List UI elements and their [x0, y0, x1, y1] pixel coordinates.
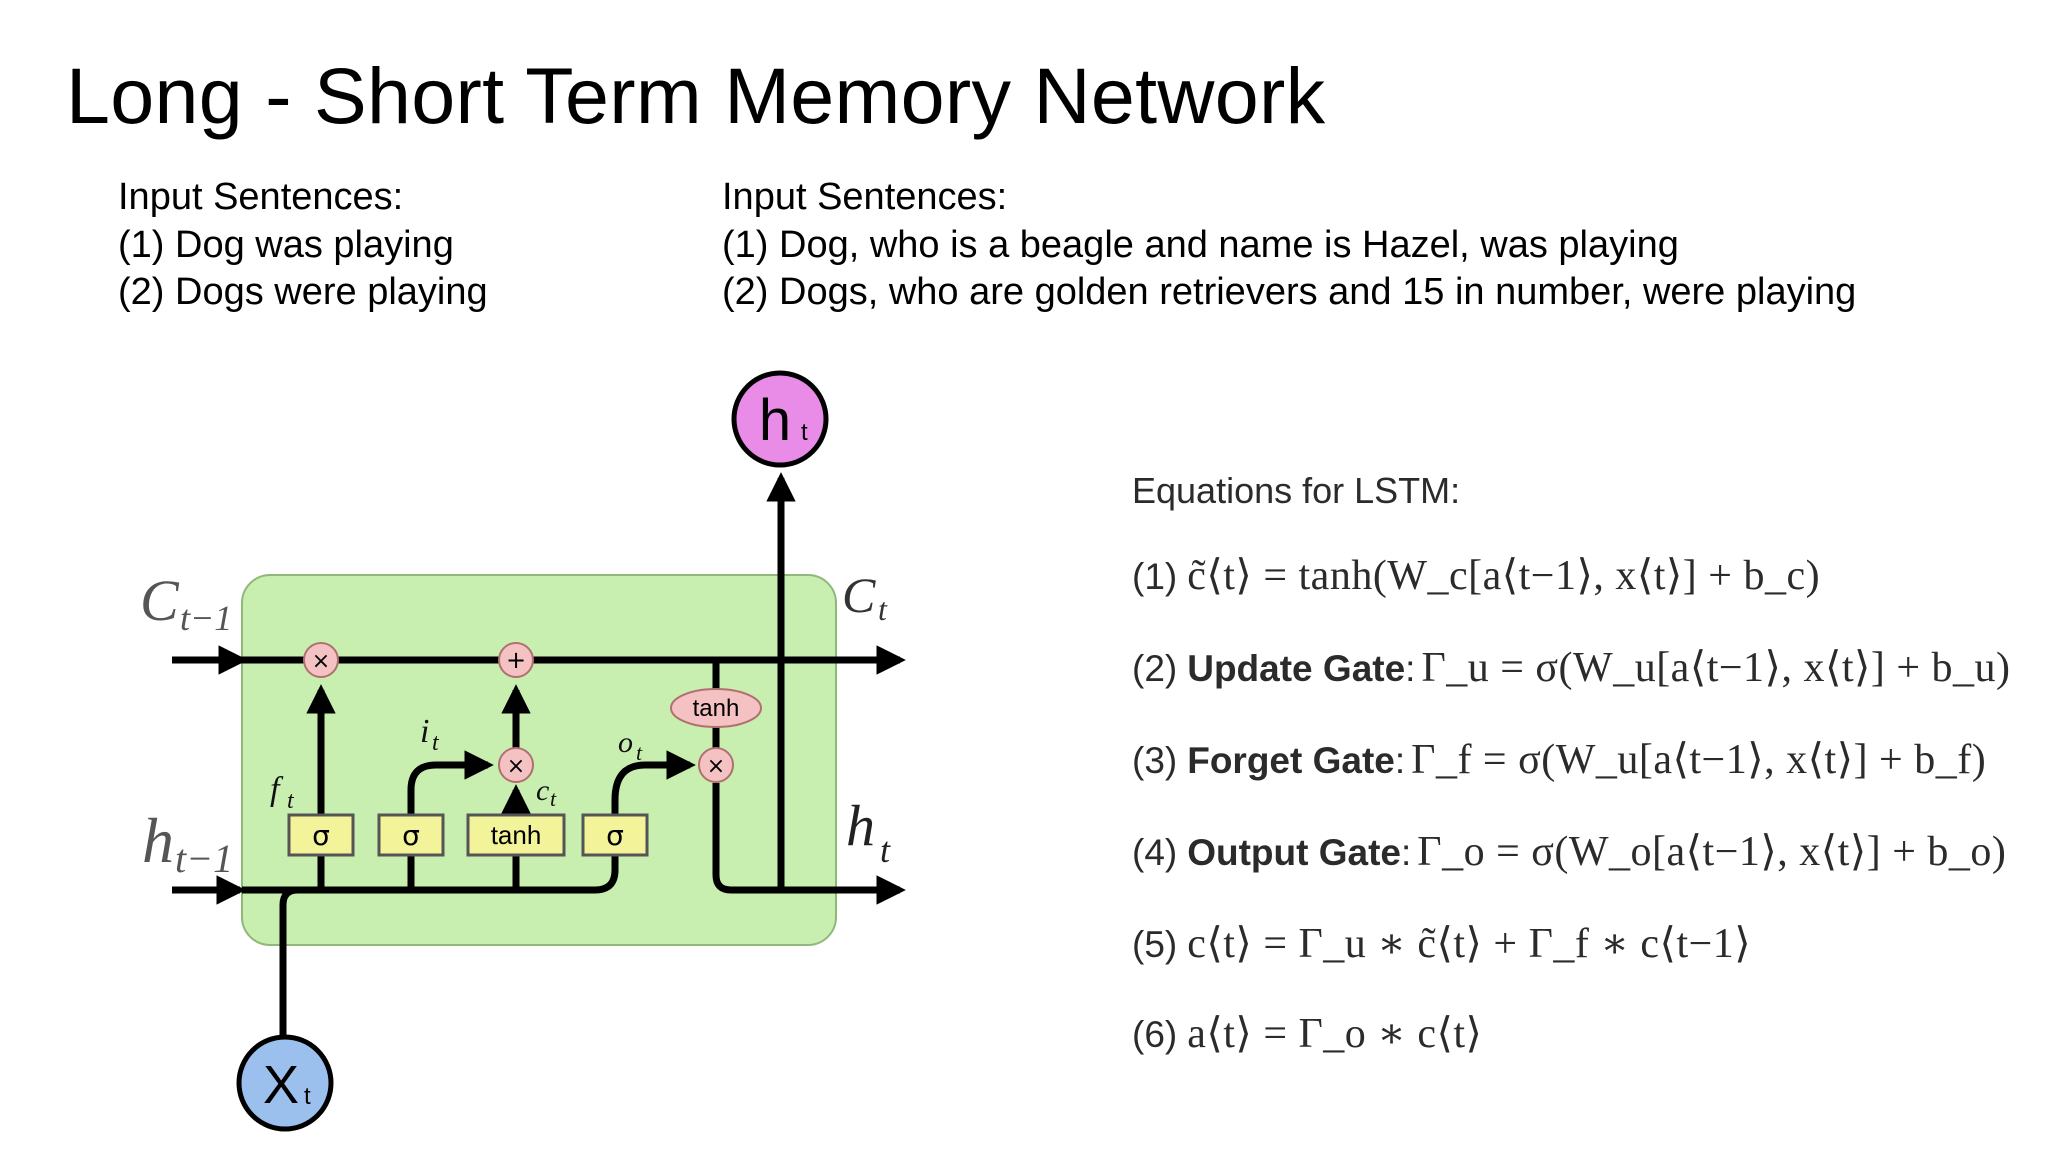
svg-text:i: i [420, 713, 429, 750]
svg-text:t: t [801, 419, 808, 446]
equation-formula: Γ_u = σ(W_u[a⟨t−1⟩, x⟨t⟩] + b_u) [1421, 645, 2011, 691]
equation-formula: a⟨t⟩ = Γ_o ∗ c⟨t⟩ [1187, 1011, 1483, 1057]
svg-text:t−1: t−1 [180, 598, 232, 638]
sentence-1: (1) Dog, who is a beagle and name is Haz… [722, 223, 1679, 266]
equation-5: (5) c⟨t⟩ = Γ_u ∗ c̃⟨t⟩ + Γ_f ∗ c⟨t−1⟩ [1132, 918, 1751, 968]
svg-text:t: t [304, 1083, 311, 1110]
svg-text:t: t [550, 786, 557, 811]
svg-text:t: t [878, 591, 888, 627]
svg-text:t: t [287, 788, 295, 814]
add-op: + [498, 642, 534, 678]
x-input-node: X t [236, 1034, 334, 1132]
sentence-2: (2) Dogs, who are golden retrievers and … [722, 271, 1857, 313]
i-gate-label: i t [420, 713, 440, 756]
svg-text:X: X [263, 1055, 299, 1115]
input-gate-line [407, 750, 494, 890]
sentences-heading: Input Sentences: [722, 176, 1008, 218]
equation-number: (3) [1132, 740, 1178, 781]
f-gate-label: f t [270, 771, 295, 814]
equation-2: (2) Update Gate: Γ_u = σ(W_u[a⟨t−1⟩, x⟨t… [1132, 642, 2011, 692]
svg-text:×: × [312, 649, 330, 674]
svg-text:t: t [880, 830, 891, 870]
svg-text:σ: σ [606, 819, 624, 852]
svg-text:f: f [270, 771, 284, 808]
equation-number: (5) [1132, 924, 1178, 965]
forget-sigma-box: σ [287, 813, 355, 857]
gate-name: Forget Gate [1187, 740, 1395, 781]
equation-number: (1) [1132, 556, 1178, 597]
input-mult-op: × [498, 747, 534, 783]
svg-text:c: c [536, 774, 549, 807]
hidden-bus [242, 800, 619, 894]
svg-text:×: × [507, 754, 525, 779]
sentence-1: (1) Dog was playing [118, 223, 454, 266]
svg-text:t: t [432, 730, 440, 756]
output-sigma-box: σ [581, 813, 649, 857]
sentence-2: (2) Dogs were playing [118, 271, 488, 313]
svg-text:tanh: tanh [491, 820, 542, 850]
svg-text:C: C [842, 567, 876, 623]
input-sentences-short: Input Sentences: (1) Dog was playing (2)… [118, 174, 488, 317]
svg-text:C: C [140, 568, 180, 633]
svg-text:tanh: tanh [693, 695, 740, 722]
gate-name: Output Gate [1187, 832, 1401, 873]
gate-name: Update Gate [1187, 648, 1406, 689]
equation-4: (4) Output Gate: Γ_o = σ(W_o[a⟨t−1⟩, x⟨t… [1132, 826, 2006, 876]
equation-number: (4) [1132, 832, 1178, 873]
h-prev-label: h t−1 [142, 805, 233, 881]
slide-title: Long - Short Term Memory Network [66, 51, 1326, 140]
svg-text:×: × [707, 754, 725, 779]
svg-text:t: t [636, 740, 643, 765]
svg-text:h: h [142, 805, 174, 876]
forget-mult-op: × [303, 642, 339, 678]
h-output-node: h t [731, 370, 829, 468]
o-gate-label: o t [618, 726, 643, 765]
sentences-heading: Input Sentences: [118, 176, 404, 218]
svg-text:o: o [618, 726, 633, 759]
svg-text:h: h [759, 388, 791, 453]
h-out-label: h t [846, 793, 891, 870]
svg-text:t−1: t−1 [175, 836, 233, 881]
equation-number: (2) [1132, 648, 1178, 689]
input-sigma-box: σ [377, 813, 445, 857]
svg-text:σ: σ [312, 819, 330, 852]
svg-text:h: h [846, 793, 875, 858]
c-out-label: C t [842, 567, 888, 627]
equation-1: (1) c̃⟨t⟩ = tanh(W_c[a⟨t−1⟩, x⟨t⟩] + b_c… [1132, 550, 1820, 600]
equation-formula: c̃⟨t⟩ = tanh(W_c[a⟨t−1⟩, x⟨t⟩] + b_c) [1187, 553, 1821, 599]
hidden-out-path [712, 783, 906, 905]
equation-formula: Γ_f = σ(W_u[a⟨t−1⟩, x⟨t⟩] + b_f) [1411, 737, 1987, 783]
svg-text:σ: σ [402, 819, 420, 852]
equation-3: (3) Forget Gate: Γ_f = σ(W_u[a⟨t−1⟩, x⟨t… [1132, 734, 1986, 784]
candidate-tanh-box: tanh [466, 813, 566, 857]
c-tilde-label: c t [536, 774, 557, 811]
tanh-oval-op: tanh [670, 688, 762, 728]
equation-6: (6) a⟨t⟩ = Γ_o ∗ c⟨t⟩ [1132, 1008, 1482, 1058]
equation-formula: c⟨t⟩ = Γ_u ∗ c̃⟨t⟩ + Γ_f ∗ c⟨t−1⟩ [1187, 921, 1752, 967]
output-mult-op: × [698, 747, 734, 783]
svg-text:+: + [506, 646, 526, 674]
cell-box [241, 574, 837, 946]
output-gate-line [611, 750, 696, 801]
input-sentences-long: Input Sentences: (1) Dog, who is a beagl… [722, 174, 1856, 317]
equation-number: (6) [1132, 1014, 1178, 1055]
x-input-line [279, 886, 299, 1045]
equations-heading: Equations for LSTM: [1132, 470, 1461, 511]
equation-formula: Γ_o = σ(W_o[a⟨t−1⟩, x⟨t⟩] + b_o) [1417, 829, 2007, 875]
c-prev-label: C t−1 [140, 568, 232, 638]
